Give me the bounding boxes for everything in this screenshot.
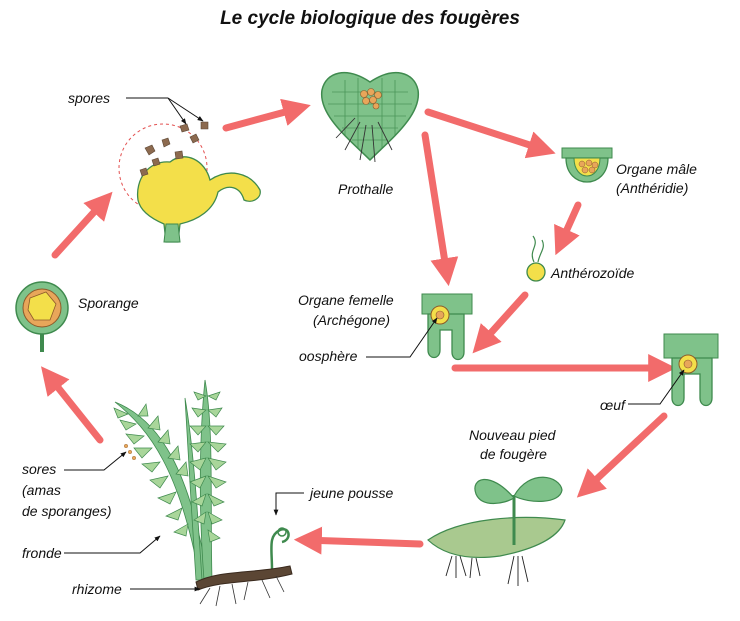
arrow-oeuf-to-nouveau-pied [576,412,668,498]
pointer-fronde [64,535,161,554]
label-oosphere: oosphère [299,348,358,364]
label-oeuf: œuf [600,397,627,413]
arrow-nouveau-pied-to-jeune-pousse [293,526,424,555]
nouveau-pied-illustration [427,476,566,586]
label-antheridie: (Anthéridie) [616,180,688,196]
arrow-prothalle-to-antheridie [424,108,556,159]
antherozoide-illustration [526,235,546,282]
label-sores: sores [22,461,56,477]
fronde-illustration [113,379,227,581]
prothalle-illustration [321,72,419,163]
antheridie-illustration [561,147,613,183]
spores-sporangium-burst [118,121,261,243]
label-rhizome: rhizome [72,581,122,597]
arrow-spores-to-prothalle [222,98,311,132]
pointer-jeune-pousse [273,492,304,516]
label-archegone: (Archégone) [313,312,390,328]
label-organe-femelle: Organe femelle [298,292,394,308]
arrow-antheridie-to-antherozoide [554,201,582,256]
label-sporange: Sporange [78,295,139,311]
label-prothalle: Prothalle [338,181,393,197]
archegone-illustration [421,293,473,361]
arrow-prothalle-to-archegone [421,131,459,287]
label-organe-male: Organe mâle [616,161,697,177]
cycle-arrows [41,98,677,555]
label-de-fougere: de fougère [480,446,547,462]
pointer-oeuf [628,369,685,405]
label-jeune-pousse: jeune pousse [308,485,394,501]
arrow-antherozoide-to-archegone [472,291,529,354]
arrow-fronde-to-sporange [41,366,104,444]
jeune-pousse-illustration [270,527,290,571]
label-nouveau-pied: Nouveau pied [469,427,557,443]
sporange-illustration [15,281,69,352]
label-sores-amas: (amas [22,482,61,498]
pointer-oosphere [366,317,438,358]
label-spores: spores [68,90,110,106]
label-fronde: fronde [22,545,62,561]
diagram-title: Le cycle biologique des fougères [220,8,520,29]
rhizome-illustration [195,565,293,607]
pointer-spores [126,97,204,125]
oeuf-illustration [663,333,719,407]
pointer-sores [64,451,127,471]
label-sores-sporanges: de sporanges) [22,503,112,519]
arrow-sporange-to-spores [51,191,113,259]
label-antherozoide: Anthérozoïde [550,265,634,281]
